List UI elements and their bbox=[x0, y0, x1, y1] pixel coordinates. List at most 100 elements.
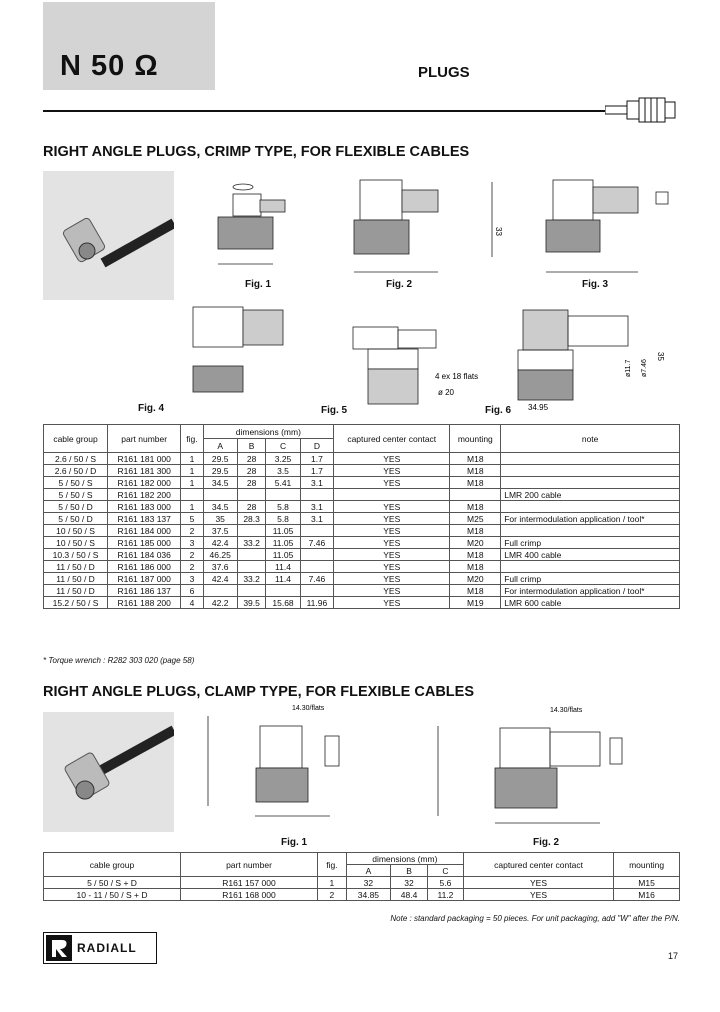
cable-group-cell: 10 / 50 / S bbox=[42, 536, 109, 549]
fig-cell: 1 bbox=[180, 476, 204, 489]
diameter-label: ø 20 bbox=[438, 388, 455, 397]
dim-b-cell: 39.5 bbox=[236, 596, 267, 609]
dim-c-cell: 11.2 bbox=[426, 888, 464, 901]
part-number-cell: R161 182 000 bbox=[107, 476, 182, 489]
captured-cell bbox=[333, 488, 451, 501]
note-cell: For intermodulation application / tool* bbox=[500, 512, 680, 525]
part-number-cell: R161 183 000 bbox=[107, 500, 182, 513]
th2-cable-group: cable group bbox=[43, 852, 181, 877]
packaging-note: Note : standard packaging = 50 pieces. F… bbox=[390, 914, 680, 923]
dim-a-cell: 29.5 bbox=[202, 464, 238, 477]
part-number-cell: R161 184 036 bbox=[107, 548, 182, 561]
radiall-logo-icon bbox=[46, 935, 72, 961]
cable-group-cell: 5 / 50 / S + D bbox=[43, 876, 181, 889]
category-title: PLUGS bbox=[418, 64, 470, 81]
width-label: 34.95 bbox=[528, 403, 549, 412]
cable-group-cell: 10 - 11 / 50 / S + D bbox=[43, 888, 181, 901]
dim-d-cell bbox=[299, 524, 335, 537]
th2-dim-a: A bbox=[345, 864, 392, 877]
dim-d-cell: 1.7 bbox=[299, 452, 335, 465]
dim-d-cell: 3.1 bbox=[299, 512, 335, 525]
dim-a-cell: 32 bbox=[345, 876, 392, 889]
th-mounting: mounting bbox=[449, 424, 502, 453]
part-number-cell: R161 181 000 bbox=[107, 452, 182, 465]
fig-cell: 3 bbox=[180, 572, 204, 585]
th-dim-c: C bbox=[265, 438, 301, 453]
dim-a-cell bbox=[202, 584, 238, 597]
dim-b-cell: 28 bbox=[236, 452, 267, 465]
flats-label-fig2: 14.30/flats bbox=[550, 707, 583, 714]
captured-cell: YES bbox=[333, 464, 451, 477]
fig-cell: 2 bbox=[180, 548, 204, 561]
dim-a-cell: 37.5 bbox=[202, 524, 238, 537]
plug-photo-image bbox=[62, 217, 177, 394]
dim-c-cell bbox=[265, 488, 301, 501]
dim-c-cell: 11.05 bbox=[265, 536, 301, 549]
th2-part-number: part number bbox=[180, 852, 318, 877]
part-number-cell: R161 186 137 bbox=[107, 584, 182, 597]
fig-4-label: Fig. 4 bbox=[138, 403, 165, 414]
captured-cell: YES bbox=[333, 452, 451, 465]
th2-dimensions: dimensions (mm) bbox=[345, 852, 464, 865]
th2-dim-c: C bbox=[426, 864, 464, 877]
mounting-cell: M18 bbox=[449, 452, 502, 465]
page-title: N 50 Ω bbox=[60, 50, 159, 82]
captured-cell: YES bbox=[333, 560, 451, 573]
fig-5-label: Fig. 5 bbox=[321, 405, 348, 416]
clamp-spec-table: cable group part number fig. dimensions … bbox=[43, 852, 680, 901]
mounting-cell: M18 bbox=[449, 560, 502, 573]
part-number-cell: R161 181 300 bbox=[107, 464, 182, 477]
captured-cell: YES bbox=[333, 584, 451, 597]
cable-group-cell: 11 / 50 / D bbox=[42, 584, 109, 597]
fig-cell: 2 bbox=[180, 560, 204, 573]
fig-cell: 1 bbox=[180, 464, 204, 477]
crimp-spec-table: cable group part number fig. dimensions … bbox=[42, 424, 680, 609]
mounting-cell: M18 bbox=[449, 584, 502, 597]
dim-a-cell: 35 bbox=[202, 512, 238, 525]
cable-group-cell: 5 / 50 / D bbox=[42, 500, 109, 513]
note-cell bbox=[500, 500, 680, 513]
cable-group-cell: 2.6 / 50 / S bbox=[42, 452, 109, 465]
height-label-fig2: 33 bbox=[494, 227, 503, 236]
dim-b-cell: 33.2 bbox=[236, 536, 267, 549]
dim-c-cell: 3.5 bbox=[265, 464, 301, 477]
mounting-cell: M20 bbox=[449, 536, 502, 549]
fig-2-label: Fig. 2 bbox=[386, 279, 413, 290]
dim-d-cell bbox=[299, 560, 335, 573]
captured-cell: YES bbox=[333, 476, 451, 489]
clamp-fig-2-label: Fig. 2 bbox=[533, 837, 560, 848]
fig-cell: 1 bbox=[317, 876, 347, 889]
dim-c-cell: 5.8 bbox=[265, 512, 301, 525]
dim-c-cell: 11.05 bbox=[265, 524, 301, 537]
th-note: note bbox=[500, 424, 680, 453]
dim-b-cell: 28 bbox=[236, 464, 267, 477]
mounting-cell: M18 bbox=[449, 464, 502, 477]
dim-b-cell bbox=[236, 560, 267, 573]
fig-cell: 1 bbox=[180, 500, 204, 513]
dim-d-cell: 3.1 bbox=[299, 500, 335, 513]
crimp-drawings: 4 ex 18 flats ø 20 34.95 33 35 ø11.7 ø7.… bbox=[192, 179, 669, 412]
part-number-cell: R161 168 000 bbox=[180, 888, 318, 901]
th-dim-a: A bbox=[202, 438, 238, 453]
th2-fig: fig. bbox=[317, 852, 347, 877]
cable-group-cell: 2.6 / 50 / D bbox=[42, 464, 109, 477]
section-title-crimp: RIGHT ANGLE PLUGS, CRIMP TYPE, FOR FLEXI… bbox=[43, 144, 470, 160]
section-title-clamp: RIGHT ANGLE PLUGS, CLAMP TYPE, FOR FLEXI… bbox=[43, 684, 474, 700]
dim-b-cell: 33.2 bbox=[236, 572, 267, 585]
mounting-cell: M16 bbox=[613, 888, 680, 901]
fig-cell: 4 bbox=[180, 596, 204, 609]
th-cable-group: cable group bbox=[42, 424, 109, 453]
brand-name: RADIALL bbox=[77, 941, 137, 955]
dim-a-cell: 29.5 bbox=[202, 452, 238, 465]
fig-3-label: Fig. 3 bbox=[582, 279, 609, 290]
dim-b-cell bbox=[236, 524, 267, 537]
th-captured: captured center contact bbox=[333, 424, 451, 453]
flats-label-fig1: 14.30/flats bbox=[292, 705, 325, 712]
mounting-cell bbox=[449, 488, 502, 501]
